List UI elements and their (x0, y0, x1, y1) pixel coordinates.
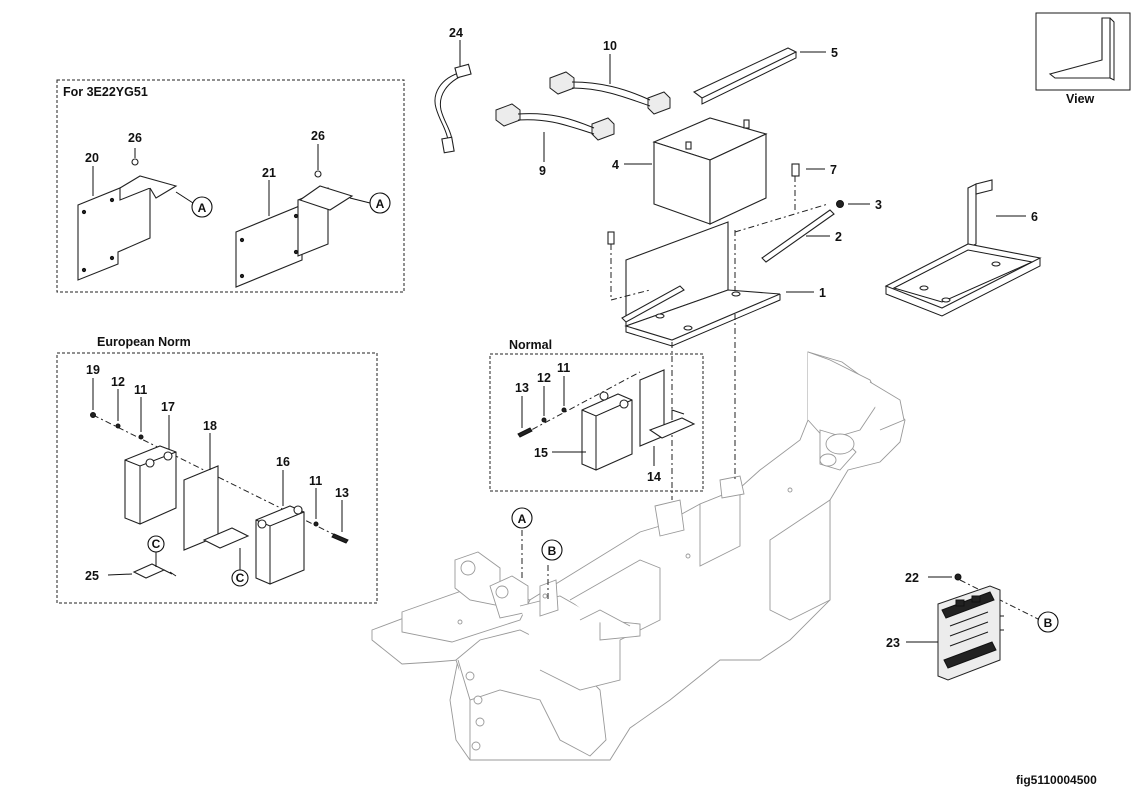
label-11-b: 11 (309, 474, 322, 488)
part-6-bracket: 6 (884, 179, 1042, 317)
part-1-tray: 1 (621, 221, 826, 347)
group-normal: Normal 13 12 11 15 14 (489, 338, 704, 492)
label-24: 24 (449, 26, 463, 40)
part-25-sensor (132, 563, 166, 579)
callout-b-1-text: B (548, 544, 557, 558)
group-european-frame (56, 352, 378, 604)
callout-a-2-text: A (376, 197, 385, 211)
machine-frame (371, 351, 906, 761)
part-7-bolt: 7 (791, 163, 837, 210)
callout-c-1-text: C (152, 537, 161, 551)
label-17: 17 (161, 400, 175, 414)
part-4-battery: 4 (612, 117, 768, 225)
callout-b-2 (1037, 611, 1059, 633)
label-10: 10 (603, 39, 617, 53)
group-for-model: For 3E22YG51 26 20 A 26 21 A (56, 79, 405, 293)
figure-code: fig5110004500 (1016, 773, 1097, 787)
cable-24: 24 (434, 26, 472, 154)
callout-c-2-text: C (236, 571, 245, 585)
label-9: 9 (539, 164, 546, 178)
label-20: 20 (85, 151, 99, 165)
tray-bolt (607, 231, 615, 245)
group-for-model-frame (56, 79, 405, 293)
callout-a-1 (191, 196, 213, 218)
callout-a-2 (369, 192, 391, 214)
label-6: 6 (1031, 210, 1038, 224)
label-12-a: 12 (111, 375, 125, 389)
group-normal-frame (489, 353, 704, 492)
label-22: 22 (905, 571, 919, 585)
group-for-model-title: For 3E22YG51 (63, 85, 148, 99)
callout-b-1 (541, 539, 563, 561)
view-inset: View (1035, 12, 1131, 106)
label-7: 7 (830, 163, 837, 177)
cable-10: 10 (549, 39, 671, 115)
label-14: 14 (647, 470, 661, 484)
label-23: 23 (886, 636, 900, 650)
part-21-plate (235, 204, 303, 288)
part-3-nut: 3 (836, 198, 882, 212)
label-11-a: 11 (134, 383, 147, 397)
label-19: 19 (86, 363, 100, 377)
callout-b-2-text: B (1044, 616, 1053, 630)
callout-a-3 (511, 507, 533, 529)
label-13-b: 13 (515, 381, 529, 395)
label-11-c: 11 (557, 361, 570, 375)
label-5: 5 (831, 46, 838, 60)
label-26-b: 26 (311, 129, 325, 143)
label-21: 21 (262, 166, 276, 180)
group-european-norm: European Norm 19 12 11 17 18 16 (56, 335, 378, 604)
callout-a-3-text: A (518, 512, 527, 526)
callout-a-1-text: A (198, 201, 207, 215)
part-16-box (255, 505, 305, 585)
part-5-strap: 5 (692, 46, 838, 105)
group-normal-title: Normal (509, 338, 552, 352)
label-26-a: 26 (128, 131, 142, 145)
label-2: 2 (835, 230, 842, 244)
cable-9: 9 (495, 103, 615, 178)
label-15: 15 (534, 446, 548, 460)
label-13-a: 13 (335, 486, 349, 500)
label-1: 1 (819, 286, 826, 300)
part-22-screw: 22 (905, 571, 962, 585)
group-european-title: European Norm (97, 335, 191, 349)
label-12-b: 12 (537, 371, 551, 385)
label-4: 4 (612, 158, 619, 172)
part-2-rod: 2 (734, 203, 842, 263)
label-18: 18 (203, 419, 217, 433)
label-25: 25 (85, 569, 99, 583)
part-23-controller: 23 (886, 585, 1004, 681)
label-16: 16 (276, 455, 290, 469)
view-label: View (1066, 92, 1095, 106)
label-3: 3 (875, 198, 882, 212)
callout-c-2 (231, 569, 249, 587)
part-20-plate (77, 187, 151, 281)
callout-c-1 (147, 535, 165, 553)
